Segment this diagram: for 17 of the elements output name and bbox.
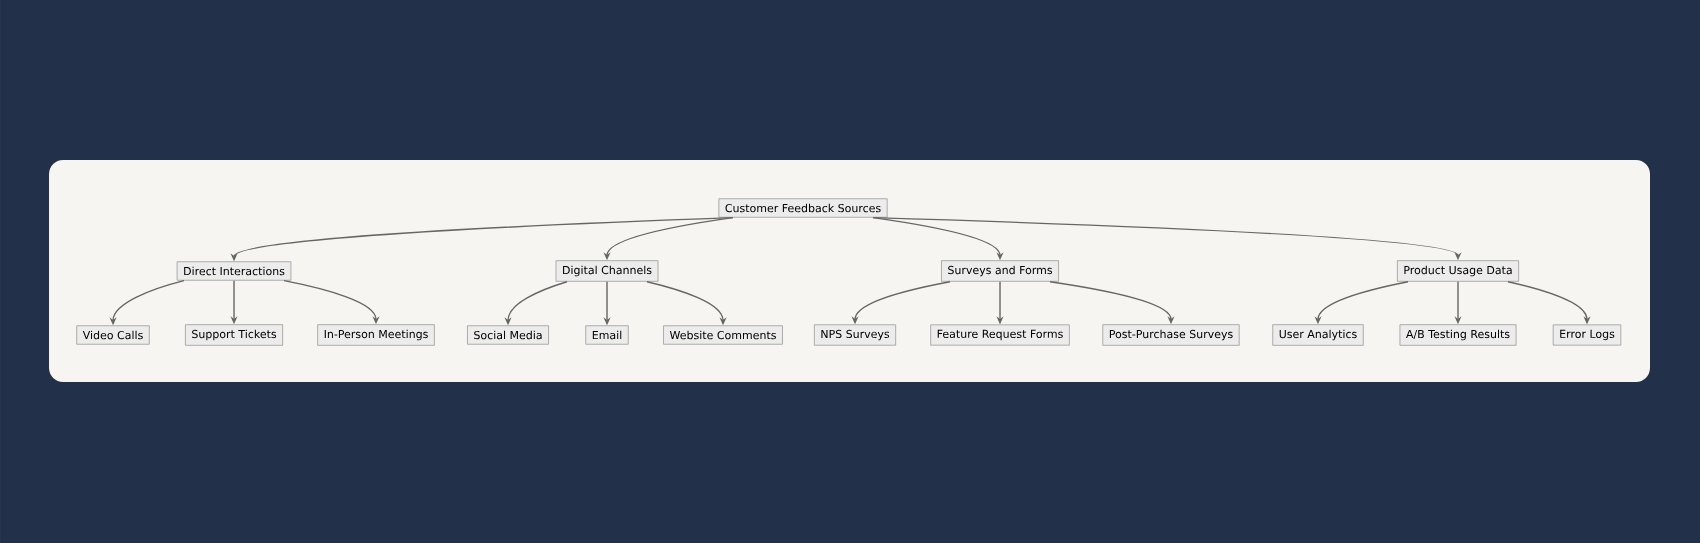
node-box: Surveys and Forms xyxy=(941,260,1059,282)
node-box: Customer Feedback Sources xyxy=(718,198,888,218)
node-box: Digital Channels xyxy=(555,260,659,282)
node-box: Support Tickets xyxy=(185,324,284,346)
node-box: Error Logs xyxy=(1552,324,1622,346)
node-box: NPS Surveys xyxy=(813,324,897,346)
node-box: Social Media xyxy=(467,325,549,345)
node-box: A/B Testing Results xyxy=(1399,324,1517,346)
node-box: In-Person Meetings xyxy=(317,324,435,346)
node-box: User Analytics xyxy=(1272,324,1364,346)
node-box: Website Comments xyxy=(663,325,783,345)
node-box: Product Usage Data xyxy=(1396,260,1520,282)
node-box: Email xyxy=(585,325,629,345)
node-box: Post-Purchase Surveys xyxy=(1102,324,1240,346)
node-box: Feature Request Forms xyxy=(930,324,1070,346)
node-box: Direct Interactions xyxy=(176,261,292,281)
node-box: Video Calls xyxy=(76,325,150,345)
